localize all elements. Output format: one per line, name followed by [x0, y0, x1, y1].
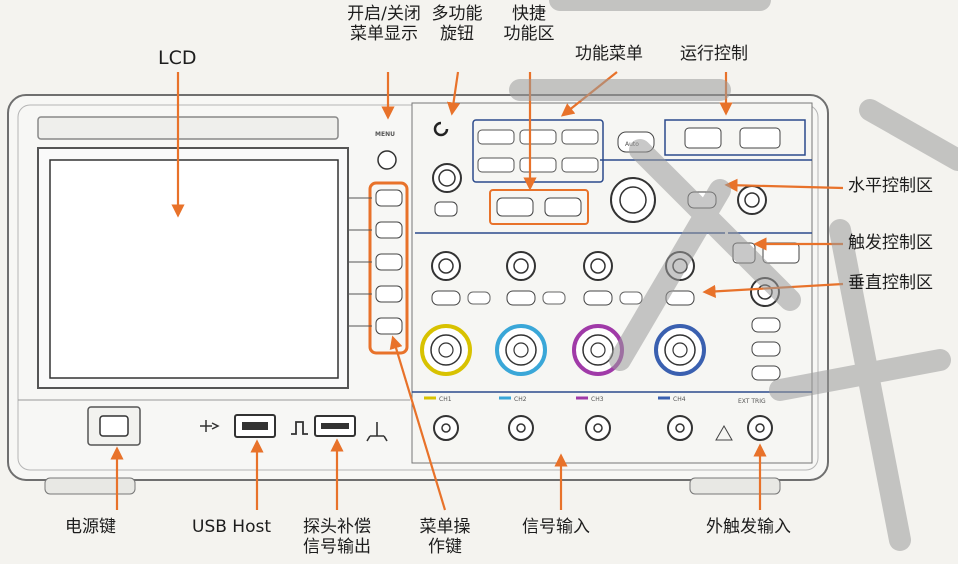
menu-onoff-button: MENU [375, 131, 397, 170]
input-connector-ch3[interactable]: CH3 [576, 396, 611, 441]
power-button [99, 415, 129, 437]
channel-column-1 [420, 251, 491, 376]
input-label-ch3: CH3 [591, 396, 604, 403]
lcd-screen [49, 159, 339, 379]
menu-key-2 [375, 221, 403, 239]
top-handle-slot [37, 116, 339, 140]
input-connector-ch2[interactable]: CH2 [499, 396, 534, 441]
menu-keys-highlight [368, 181, 409, 355]
input-label-ch2: CH2 [514, 396, 527, 403]
arrow-menu-keys [389, 335, 447, 511]
menu-key-4 [375, 285, 403, 303]
input-connector-ch1[interactable]: CH1 [424, 396, 459, 441]
label-shortcut-line2: 功能区 [503, 23, 555, 44]
label-trigger: 触发控制区 [848, 233, 933, 253]
label-menu-keys: 菜单操 作键 [408, 517, 482, 557]
menu-button-label: MENU [375, 131, 395, 138]
auto-label: Auto [625, 141, 639, 148]
label-menu-keys-line2: 作键 [428, 536, 462, 557]
label-menu-onoff-line2: 菜单显示 [350, 23, 418, 44]
label-probe-comp-line2: 信号输出 [303, 536, 371, 557]
label-usb-host: USB Host [192, 517, 272, 537]
probe-compensation-output [291, 415, 388, 442]
label-multi-knob: 多功能 旋钮 [420, 4, 494, 44]
label-shortcut-line1: 快捷 [512, 4, 546, 24]
label-signal-in: 信号输入 [522, 517, 590, 537]
input-label-ch4: CH4 [673, 396, 686, 403]
rotate-icon [433, 121, 449, 137]
channel-button-ch4[interactable] [665, 290, 695, 306]
ext-trig-panel-label: EXT TRIG [738, 398, 766, 405]
channel-button-ch2[interactable] [506, 290, 536, 306]
menu-key-3 [375, 253, 403, 271]
usb-icon [200, 420, 220, 432]
menu-key-5 [375, 317, 403, 335]
label-ext-trig-in: 外触发输入 [706, 517, 791, 537]
usb-host-port [200, 414, 276, 438]
label-shortcut: 快捷 功能区 [490, 4, 568, 44]
channel-column-2 [495, 251, 566, 376]
input-label-ch1: CH1 [439, 396, 452, 403]
warning-triangle-icon [715, 424, 733, 441]
foot-right [689, 477, 781, 495]
arrow-multi-knob [446, 71, 461, 116]
input-connector-ch4[interactable]: CH4 [658, 396, 693, 441]
shortcut-area [489, 189, 589, 225]
horizontal-knob-small [737, 185, 767, 215]
label-menu-keys-line1: 菜单操 [419, 517, 471, 537]
label-vertical: 垂直控制区 [848, 273, 933, 293]
label-menu-onoff-line1: 开启/关闭 [347, 4, 421, 24]
label-run-control: 运行控制 [680, 44, 748, 64]
foot-left [44, 477, 136, 495]
right-panel [411, 102, 813, 464]
menu-key-1 [375, 189, 403, 207]
label-function-menu: 功能菜单 [575, 44, 643, 64]
channel-button-ch1[interactable] [431, 290, 461, 306]
label-multi-knob-line2: 旋钮 [440, 23, 474, 44]
label-probe-comp-line1: 探头补偿 [303, 517, 371, 537]
label-multi-knob-line1: 多功能 [431, 4, 483, 24]
menu-keys-group [348, 181, 409, 355]
label-menu-onoff: 开启/关闭 菜单显示 [314, 4, 454, 44]
label-lcd: LCD [158, 47, 197, 69]
ext-trig-connector [747, 415, 773, 441]
label-horizontal: 水平控制区 [848, 176, 933, 196]
callout-arrows [110, 71, 844, 511]
horizontal-knob-large [610, 177, 656, 223]
channel-button-ch3[interactable] [583, 290, 613, 306]
label-power: 电源键 [65, 517, 116, 537]
square-wave-icon [291, 421, 308, 435]
signal-inputs: CH1 CH2 CH3 CH4 [424, 396, 693, 441]
function-menu-area [472, 119, 604, 183]
label-probe-comp: 探头补偿 信号输出 [292, 517, 382, 557]
multifunction-knob [432, 121, 462, 217]
ground-icon [366, 422, 388, 442]
